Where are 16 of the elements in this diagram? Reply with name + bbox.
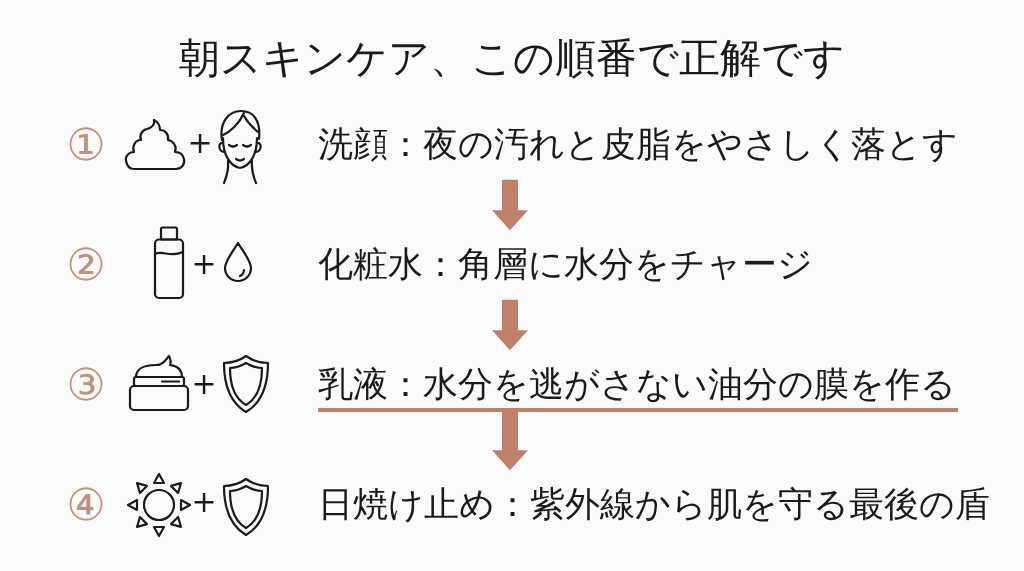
step-number: ①	[66, 123, 106, 167]
plus-sign: +	[187, 128, 213, 158]
step-text: 乳液：水分を逃がさない油分の膜を作る	[318, 350, 958, 412]
step-text: 洗顔：夜の汚れと皮脂をやさしく落とす	[318, 110, 958, 180]
arrow	[492, 299, 528, 351]
plus-sign: +	[191, 249, 217, 279]
plus-sign: +	[191, 487, 217, 517]
step-text: 化粧水：角層に水分をチャージ	[318, 230, 813, 300]
title: 朝スキンケア、この順番で正解です	[179, 34, 845, 84]
step-number: ②	[66, 243, 106, 287]
step-number: ④	[66, 483, 106, 527]
arrow	[492, 179, 528, 231]
step-text: 日焼け止め：紫外線から肌を守る最後の盾	[318, 470, 990, 540]
step-number: ③	[66, 363, 106, 407]
plus-sign: +	[191, 369, 217, 399]
arrow	[492, 411, 528, 471]
